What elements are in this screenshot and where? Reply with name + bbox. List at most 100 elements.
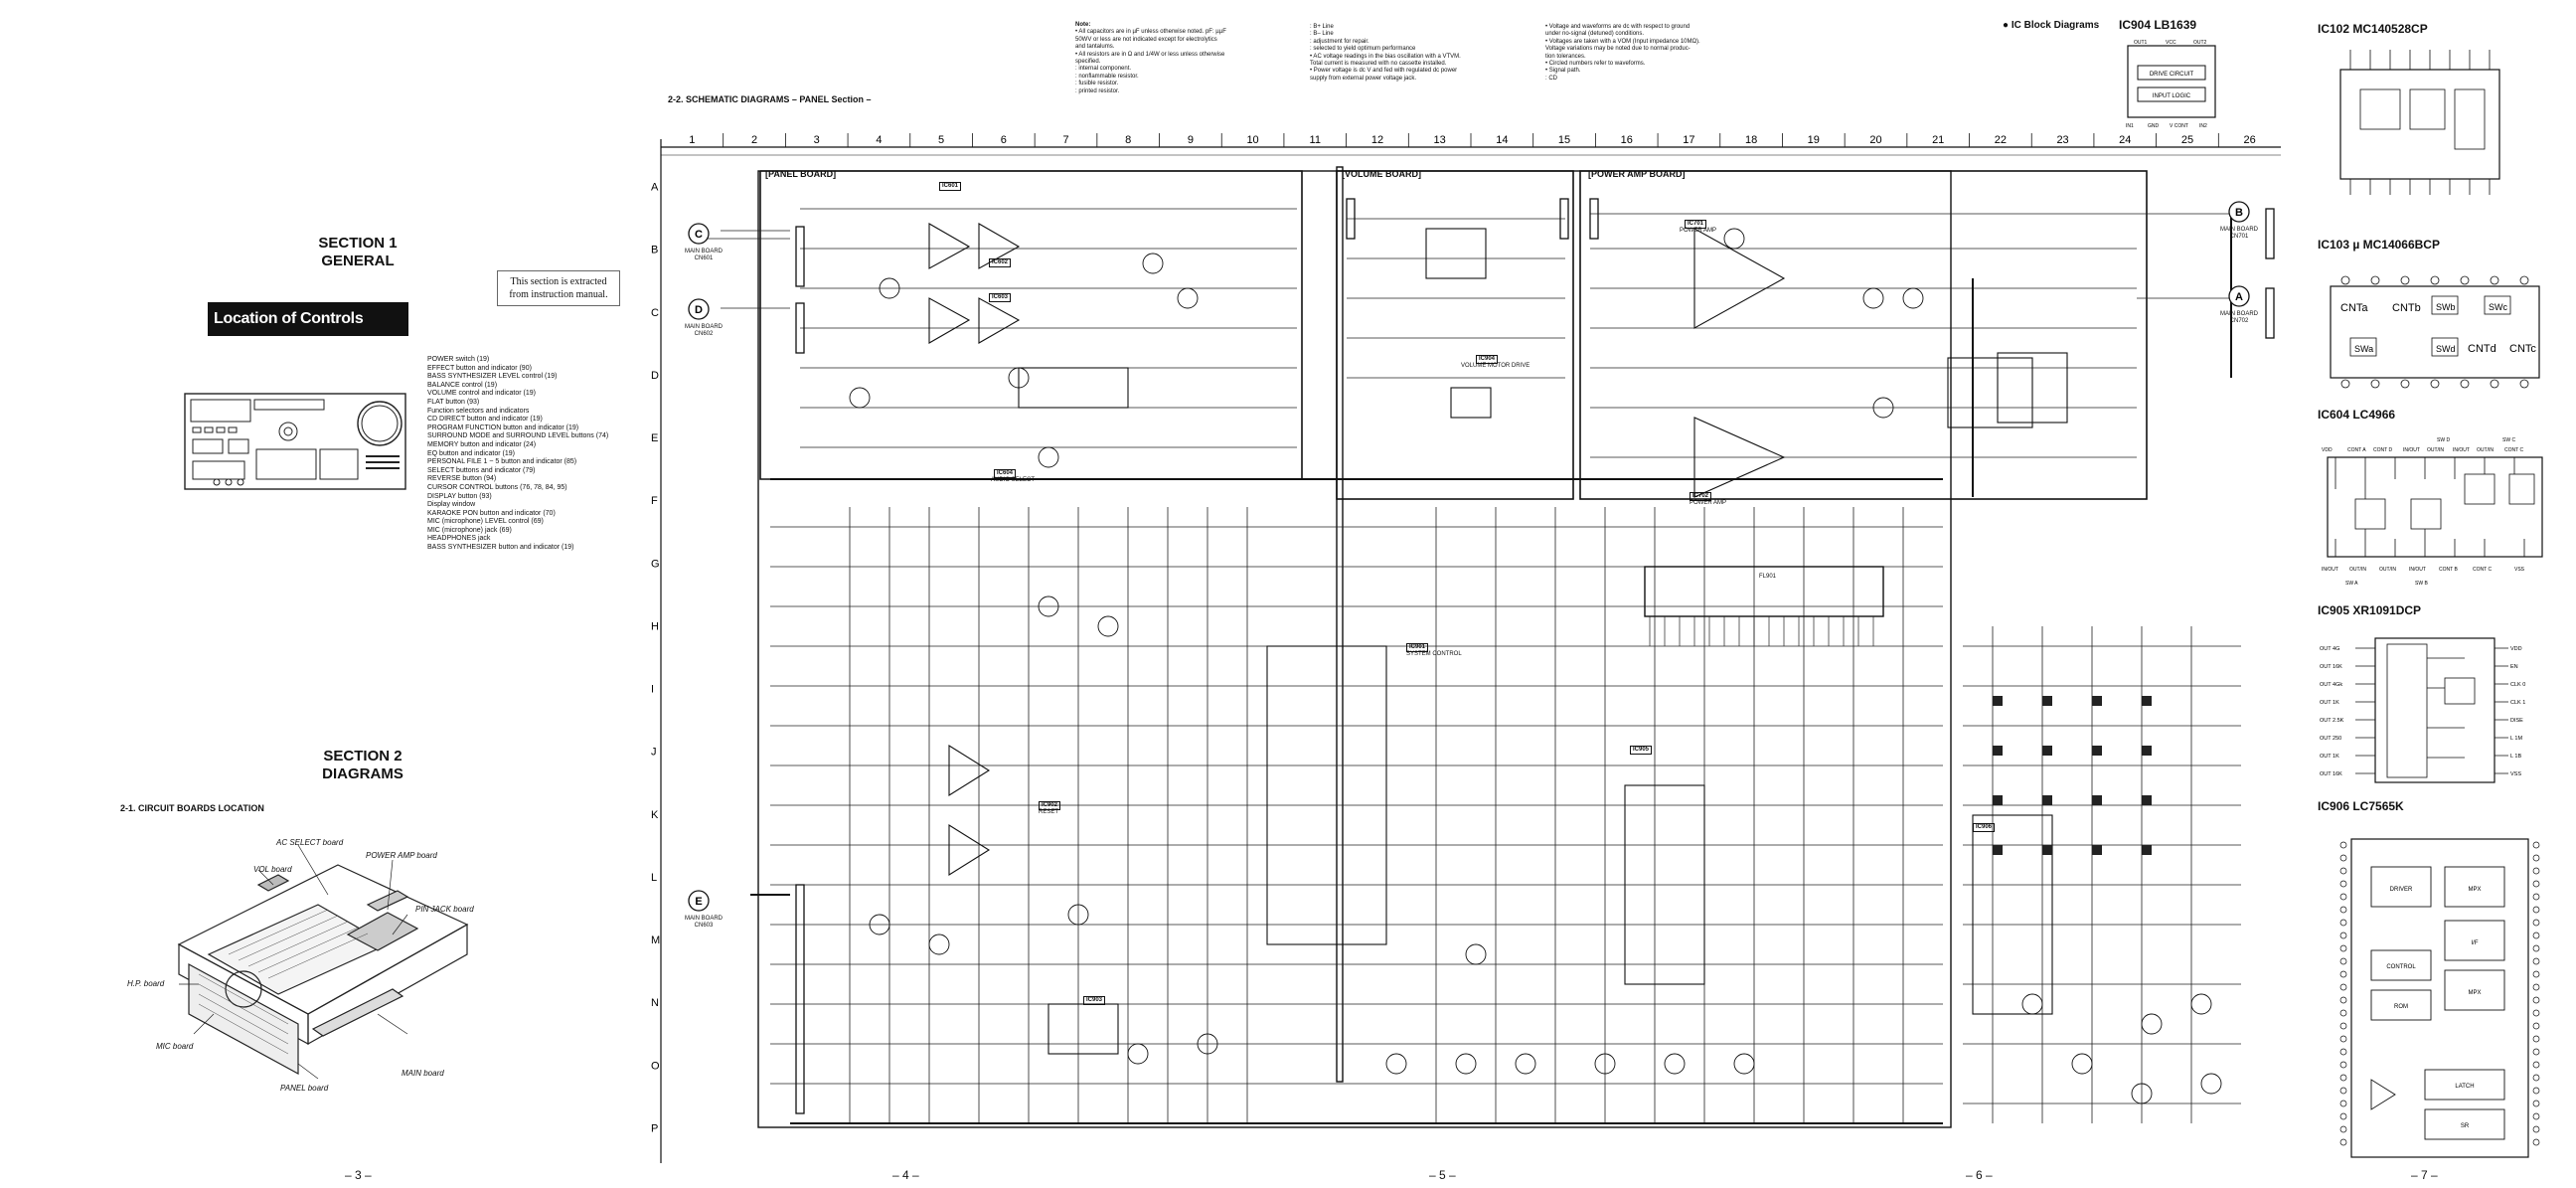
board-label-ac-select: AC SELECT board	[276, 838, 344, 847]
ic906-pin	[2532, 996, 2540, 1004]
ic906-pin	[2339, 1100, 2347, 1107]
svg-text:OUT1: OUT1	[2134, 40, 2148, 46]
ic906-pin	[2532, 1100, 2540, 1107]
column-number: 19	[1808, 134, 1820, 146]
svg-text:CONT C: CONT C	[2504, 447, 2523, 453]
svg-text:GND: GND	[2148, 123, 2160, 129]
svg-text:OUT 2.5K: OUT 2.5K	[2320, 718, 2344, 724]
page-number-4: – 4 –	[892, 1168, 919, 1182]
ic906-pin	[2339, 1022, 2347, 1030]
svg-text:SWc: SWc	[2489, 302, 2507, 312]
svg-text:OUT/IN: OUT/IN	[2379, 567, 2396, 573]
section1-heading: SECTION 1 GENERAL	[318, 235, 398, 269]
row-letter: H	[651, 620, 659, 632]
control-item: PERSONAL FILE 1 ~ 5 button and indicator…	[427, 458, 577, 466]
ic906-pin	[2339, 983, 2347, 991]
ic702-function: POWER AMP	[1690, 500, 1727, 506]
board-label-power-amp: POWER AMP board	[366, 851, 437, 860]
svg-text:OUT 4Gk: OUT 4Gk	[2320, 682, 2342, 688]
row-letter: C	[651, 307, 659, 319]
connector-e: E	[688, 890, 710, 912]
wiring	[691, 208, 2241, 1123]
row-letter: I	[651, 684, 654, 696]
control-item: DISPLAY button (93)	[427, 492, 492, 500]
ic906-pin	[2339, 867, 2347, 875]
ic906-pin	[2532, 932, 2540, 939]
column-number: 2	[751, 134, 757, 146]
ic906-pin	[2532, 919, 2540, 927]
svg-text:IN/OUT: IN/OUT	[2409, 567, 2426, 573]
ic906-pin	[2339, 957, 2347, 965]
svg-text:IN2: IN2	[2199, 123, 2207, 129]
column-number: 18	[1745, 134, 1757, 146]
column-number: 23	[2056, 134, 2068, 146]
svg-text:SR: SR	[2461, 1123, 2470, 1129]
svg-text:DISE: DISE	[2510, 718, 2523, 724]
svg-text:VSS: VSS	[2514, 567, 2525, 573]
ic-symbols	[928, 223, 2068, 1055]
ic603-label: IC603	[989, 293, 1012, 303]
column-number: 26	[2244, 134, 2256, 146]
svg-text:B: B	[2235, 207, 2243, 219]
ic-block-diagrams-heading: ● IC Block Diagrams	[2003, 20, 2100, 31]
control-list: POWER switch (19) EFFECT button and indi…	[427, 356, 609, 553]
control-item: KARAOKE PON button and indicator (70)	[427, 509, 556, 517]
ic906-pin	[2532, 957, 2540, 965]
svg-text:SWa: SWa	[2354, 344, 2373, 354]
row-letter: N	[651, 997, 659, 1009]
svg-text:CNTc: CNTc	[2509, 343, 2536, 355]
svg-text:OUT 16K: OUT 16K	[2320, 771, 2342, 777]
ic906-pin	[2339, 893, 2347, 901]
svg-text:CLK 0: CLK 0	[2510, 682, 2525, 688]
column-number: 10	[1246, 134, 1258, 146]
row-letter: J	[651, 747, 657, 759]
row-letter: P	[651, 1122, 658, 1134]
svg-text:OUT/IN: OUT/IN	[2477, 447, 2494, 453]
fl901-label: FL901	[1759, 574, 1777, 580]
svg-text:C: C	[695, 229, 703, 241]
fl-display-pins	[1649, 616, 1874, 646]
ic904-function: VOLUME MOTOR DRIVE	[1461, 363, 1530, 369]
ic904-block-diagram: DRIVE CIRCUIT INPUT LOGIC OUT1 VCC OUT2 …	[2126, 40, 2216, 129]
ic905-title: IC905 XR1091DCP	[2318, 603, 2422, 617]
ic906-pin	[2532, 970, 2540, 978]
control-item: MIC (microphone) jack (69)	[427, 526, 512, 534]
board-label-main: MAIN board	[402, 1069, 444, 1078]
ic906-pin	[2339, 1138, 2347, 1146]
ic906-pin	[2339, 1048, 2347, 1056]
board-label-vol: VOL board	[253, 865, 292, 874]
ic906-pin	[2339, 919, 2347, 927]
svg-text:IN/OUT: IN/OUT	[2453, 447, 2470, 453]
ic906-pin	[2339, 1009, 2347, 1017]
column-number: 3	[814, 134, 820, 146]
column-number: 16	[1621, 134, 1633, 146]
column-number: 7	[1062, 134, 1068, 146]
control-item: EQ button and indicator (19)	[427, 449, 515, 457]
svg-text:CNTa: CNTa	[2340, 302, 2368, 314]
ic906-pin	[2532, 841, 2540, 849]
svg-text:CNTb: CNTb	[2392, 302, 2421, 314]
column-number: 14	[1496, 134, 1508, 146]
column-number: 1	[689, 134, 695, 146]
svg-text:OUT 16K: OUT 16K	[2320, 664, 2342, 670]
notes-col3: • Voltage and waveforms are dc with resp…	[1545, 24, 1700, 82]
svg-text:VDD: VDD	[2510, 646, 2522, 652]
connector-c-caption: MAIN BOARD CN601	[684, 249, 723, 262]
column-number: 13	[1434, 134, 1446, 146]
control-item: VOLUME control and indicator (19)	[427, 390, 536, 398]
ic604-block-diagram: VDD CONT A CONT D IN/OUT OUT/IN IN/OUT O…	[2322, 437, 2543, 587]
row-letter: B	[651, 245, 658, 256]
ic906-pin	[2339, 854, 2347, 862]
ic902-label: IC902	[1039, 801, 1061, 811]
ic906-pin	[2532, 906, 2540, 914]
control-item: SURROUND MODE and SURROUND LEVEL buttons…	[427, 432, 609, 440]
ic906-pin	[2339, 880, 2347, 888]
ic906-pin	[2339, 841, 2347, 849]
row-letter: K	[651, 809, 659, 821]
ic906-pin	[2532, 893, 2540, 901]
ic906-pin	[2339, 1125, 2347, 1133]
ic906-pin	[2532, 1035, 2540, 1043]
svg-text:SW A: SW A	[2345, 581, 2358, 587]
svg-text:INPUT LOGIC: INPUT LOGIC	[2153, 93, 2191, 99]
panel-board-label: [PANEL BOARD]	[765, 169, 837, 179]
